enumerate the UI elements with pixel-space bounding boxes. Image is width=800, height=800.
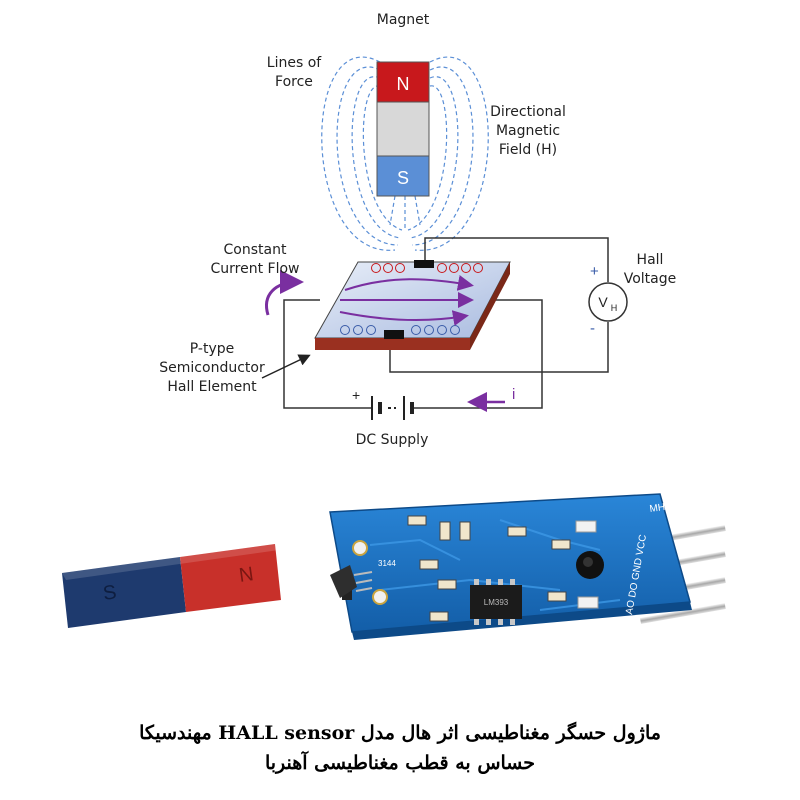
smd-components	[407, 515, 571, 622]
mount-hole-left	[352, 540, 368, 556]
positive-charges	[371, 263, 483, 273]
meter-sub: H	[611, 303, 618, 313]
pole-s-label: S	[397, 168, 409, 188]
caption-line-2: حساس به قطب مغناطیسی آهنربا	[264, 752, 536, 774]
dc-supply-label: DC Supply	[356, 432, 429, 448]
bar-magnet: S N	[62, 544, 281, 628]
chip-text: LM393	[484, 598, 509, 607]
constant-current-line1: Constant	[224, 242, 287, 258]
meter-minus: -	[590, 320, 595, 337]
magnet-title: Magnet	[377, 12, 430, 28]
mount-hole-right	[372, 589, 388, 605]
caption-line-1: ماژول حسگر مغناطیسی اثر هال مدل HALL sen…	[139, 722, 661, 744]
lines-of-force-line2: Force	[275, 74, 313, 90]
magnet-north-pole	[376, 61, 430, 103]
circuit-wires	[283, 237, 609, 409]
hall-sensor-element: 3144	[330, 559, 396, 600]
board-mark: MH	[649, 502, 666, 515]
power-led	[575, 520, 597, 533]
bar-magnet-n: N	[238, 563, 255, 587]
magnet-body	[376, 101, 430, 157]
current-flow-arrows	[339, 275, 474, 326]
negative-charges	[340, 325, 460, 335]
lines-of-force-line1: Lines of	[267, 55, 322, 71]
bottom-contact	[384, 330, 404, 339]
semiconductor-line3: Hall Element	[167, 379, 257, 395]
vertical-magnet: N S	[376, 61, 430, 197]
semiconductor-pointer	[261, 354, 311, 379]
current-symbol: i	[512, 386, 515, 403]
semiconductor-line2: Semiconductor	[159, 360, 265, 376]
semiconductor-line1: P-type	[190, 341, 234, 357]
field-label-line3: Field (H)	[499, 142, 557, 158]
meter-v: V	[598, 294, 608, 310]
comparator-chip: LM393	[470, 579, 522, 625]
field-label-line1: Directional	[490, 104, 566, 120]
constant-current-line2: Current Flow	[211, 261, 300, 277]
battery-plus: +	[352, 387, 360, 403]
magnet-south-pole	[376, 155, 430, 197]
bar-magnet-s: S	[102, 581, 118, 605]
hall-voltmeter: V H	[588, 282, 628, 322]
product-photo: S N	[62, 493, 726, 640]
hall-voltage-line2: Voltage	[624, 271, 677, 287]
field-label-line2: Magnetic	[496, 123, 560, 139]
constant-current-arrow	[265, 270, 304, 316]
hall-element-plate	[314, 260, 511, 350]
signal-led	[577, 596, 599, 609]
pole-n-label: N	[397, 74, 410, 94]
hall-sensor-board: LM393 3144 MH AO DO GND VCC	[329, 493, 726, 640]
top-contact	[414, 260, 434, 268]
sensor-label: 3144	[378, 559, 396, 568]
hall-effect-diagram: N S Magnet Lines of Force Directional Ma…	[159, 12, 676, 448]
dc-battery	[371, 396, 414, 420]
meter-plus: +	[590, 263, 599, 280]
magnetic-field-lines	[321, 56, 489, 251]
hall-voltage-line1: Hall	[637, 252, 664, 268]
